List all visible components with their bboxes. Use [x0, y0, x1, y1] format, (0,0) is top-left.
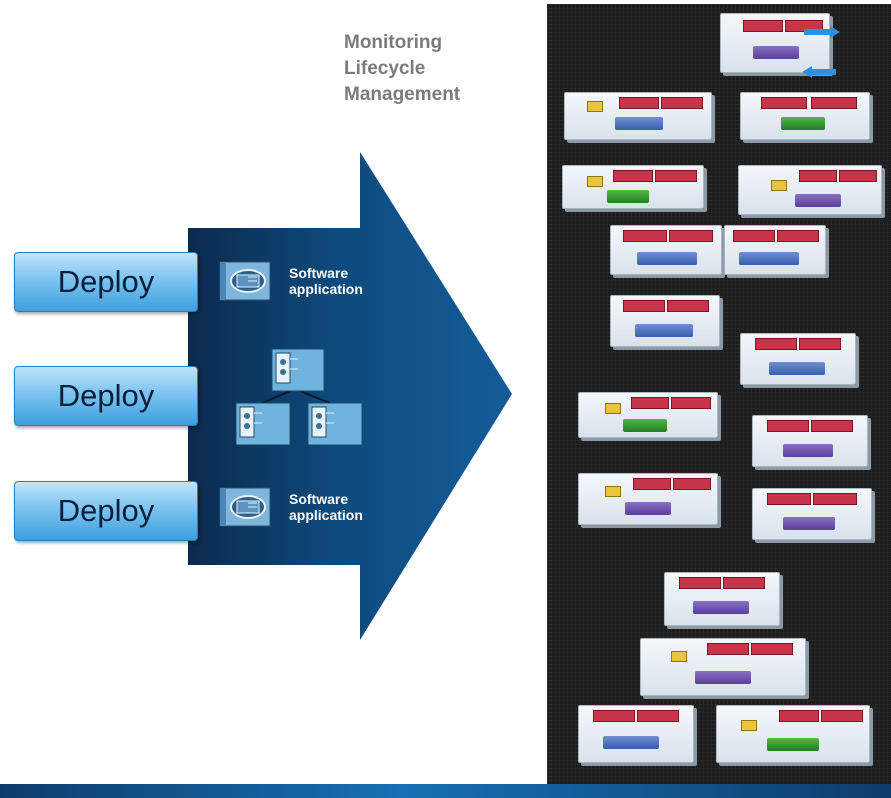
service-node	[640, 638, 806, 696]
service-node	[610, 225, 722, 275]
application-window-icon	[219, 261, 271, 301]
server-cluster-icon	[235, 349, 363, 445]
heading-line-2: Lifecycle	[344, 58, 426, 79]
app-label-line2: application	[289, 507, 363, 523]
service-node	[610, 295, 720, 347]
deploy-button-3[interactable]: Deploy	[14, 481, 198, 541]
service-node	[724, 225, 826, 275]
deploy-button-1[interactable]: Deploy	[14, 252, 198, 312]
service-node	[664, 572, 780, 626]
service-node	[564, 92, 712, 140]
deploy-label: Deploy	[57, 378, 155, 413]
service-node	[578, 473, 718, 525]
heading-line-1: Monitoring	[344, 32, 443, 53]
service-node	[716, 705, 870, 763]
application-window-icon	[219, 487, 271, 527]
software-application-item-1: Software application	[219, 261, 363, 301]
sync-arrows-icon	[802, 26, 840, 78]
app-label-line1: Software	[289, 491, 349, 507]
deploy-label: Deploy	[57, 264, 155, 299]
software-application-item-2: Software application	[219, 487, 363, 527]
server-icon-top	[271, 349, 325, 392]
app-label-line2: application	[289, 281, 363, 297]
heading-line-3: Management	[344, 84, 461, 105]
service-node	[578, 392, 718, 438]
service-node	[752, 488, 872, 540]
server-icon-left	[235, 402, 291, 445]
bottom-banner-bar	[0, 784, 891, 798]
service-node	[740, 333, 856, 385]
service-node	[740, 92, 870, 140]
monitoring-lifecycle-heading: Monitoring Lifecycle Management	[344, 30, 460, 108]
service-node	[720, 13, 830, 73]
server-icon-right	[307, 402, 363, 445]
service-node	[752, 415, 868, 467]
service-node	[738, 165, 882, 215]
app-label-line1: Software	[289, 265, 349, 281]
deploy-button-2[interactable]: Deploy	[14, 366, 198, 426]
deploy-label: Deploy	[57, 493, 155, 528]
service-node	[562, 165, 704, 209]
service-node	[578, 705, 694, 763]
